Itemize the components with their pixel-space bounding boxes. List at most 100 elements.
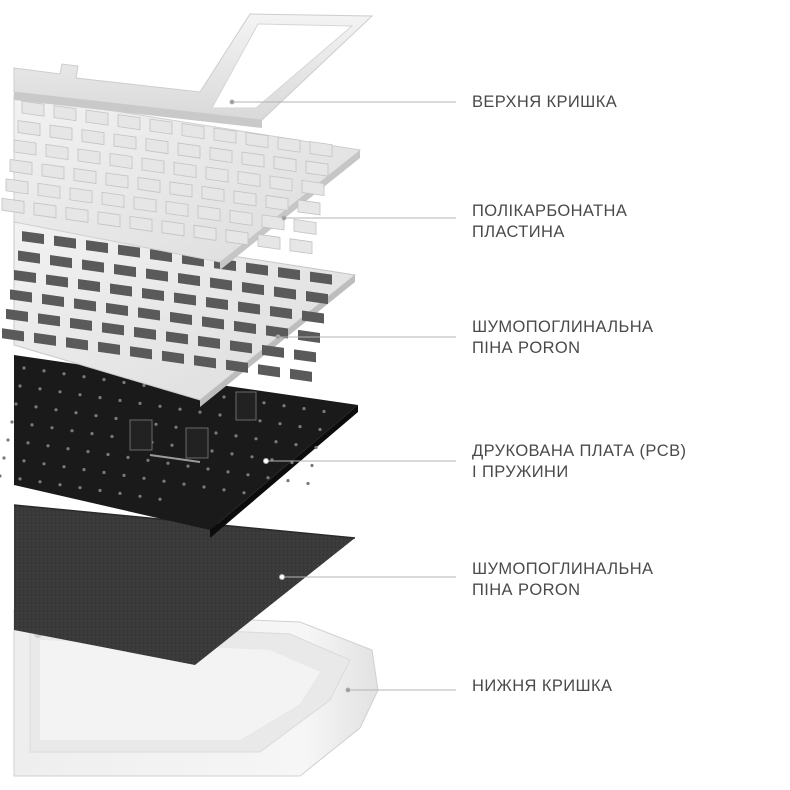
cutout: [269, 175, 293, 192]
polycarbonate-plate-shape: [1, 94, 362, 270]
cutout: [50, 255, 72, 269]
pcb-dot: [186, 464, 190, 468]
cutout: [290, 368, 312, 382]
cutout: [2, 328, 24, 342]
cutout: [194, 355, 216, 369]
cutout: [65, 206, 89, 223]
pcb-dot: [22, 459, 26, 463]
cutout: [129, 215, 153, 232]
cutout: [301, 179, 325, 196]
cutout: [149, 118, 173, 135]
cutout: [302, 310, 324, 324]
cutout: [49, 124, 73, 141]
cutout: [246, 262, 268, 276]
cutout: [177, 142, 201, 159]
pcb-dot: [118, 491, 122, 495]
pcb-dot: [26, 441, 30, 445]
leader-lines: [229, 99, 456, 693]
pcb-dot: [310, 463, 314, 468]
cutout: [202, 316, 224, 330]
cutout: [98, 341, 120, 355]
pcb-dot: [202, 485, 206, 489]
pcb-dot: [166, 461, 170, 465]
pcb-dot: [18, 477, 22, 481]
cutout: [173, 161, 197, 179]
pcb-dot: [102, 378, 106, 382]
pcb-dot: [66, 447, 70, 451]
pcb-dot: [42, 462, 46, 466]
cutout: [101, 191, 125, 208]
pcb-dot: [86, 450, 90, 454]
pcb-dot: [198, 410, 202, 414]
cutout: [17, 120, 41, 137]
pcb-dot: [78, 486, 82, 490]
pcb-dot: [138, 401, 142, 405]
cutout: [13, 139, 37, 156]
cutout: [45, 144, 69, 161]
pcb-dot: [38, 387, 42, 391]
top-case-shape: [13, 13, 374, 128]
cutout: [97, 211, 121, 228]
cutout: [289, 238, 313, 255]
pcb-dot: [182, 482, 186, 486]
cutout: [66, 337, 88, 351]
cutout: [22, 231, 44, 245]
pcb-dot: [10, 420, 14, 424]
label-poron-foam-lower: ШУМОПОГЛИНАЛЬНА ПІНА PORON: [472, 560, 654, 599]
cutout: [69, 187, 93, 204]
pcb-dot: [286, 479, 290, 483]
pcb-dot: [6, 438, 10, 442]
cutout: [277, 136, 301, 153]
cutout: [53, 105, 77, 122]
pcb-dot: [70, 429, 74, 433]
cutout: [109, 153, 133, 170]
pcb-dot: [178, 407, 182, 411]
cutout: [78, 278, 100, 293]
label-pcb-and-springs: ДРУКОВАНА ПЛАТА (PCB) І ПРУЖИНИ: [472, 442, 687, 481]
pcb-dot: [162, 479, 166, 483]
cutout: [165, 200, 189, 217]
cutout: [141, 157, 165, 174]
cutout: [138, 307, 160, 321]
cutout: [294, 349, 316, 363]
pcb-dot: [226, 470, 230, 474]
pcb-dot: [262, 401, 266, 405]
cutout: [265, 194, 289, 211]
pcb-dot: [110, 434, 114, 439]
pcb-dot: [46, 444, 50, 448]
cutout: [102, 322, 124, 336]
cutout: [5, 178, 29, 195]
cutout: [193, 224, 217, 241]
pcb-dot: [266, 476, 270, 480]
pcb-dot: [90, 432, 94, 436]
pcb-dot: [54, 408, 58, 412]
pcb-dot: [18, 384, 22, 388]
pcb-dot: [62, 372, 66, 376]
pcb-dot: [0, 474, 2, 478]
pcb-dot: [298, 425, 302, 429]
cutout: [6, 308, 28, 322]
pcb-dot: [22, 366, 26, 370]
cutout: [33, 202, 57, 219]
label-polycarbonate-plate: ПОЛІКАРБОНАТНА ПЛАСТИНА: [472, 202, 628, 241]
cutout: [230, 340, 252, 354]
cutout: [305, 160, 329, 177]
pcb-dot: [258, 419, 262, 423]
bottom-case-shape: [13, 609, 379, 777]
cutout: [206, 296, 228, 311]
cutout: [117, 114, 141, 131]
pcb-dot: [222, 395, 226, 399]
pcb-dot: [34, 405, 38, 409]
cutout: [10, 289, 32, 303]
pcb-dot: [138, 494, 142, 498]
pcb-dot: [222, 488, 226, 492]
cutout: [85, 109, 109, 126]
cutout: [41, 163, 65, 180]
cutout: [14, 269, 36, 284]
pcb-dot: [62, 465, 66, 469]
pcb-dot: [82, 375, 86, 379]
pcb-dot: [42, 369, 46, 373]
cutout: [70, 317, 92, 331]
cutout: [181, 123, 205, 140]
